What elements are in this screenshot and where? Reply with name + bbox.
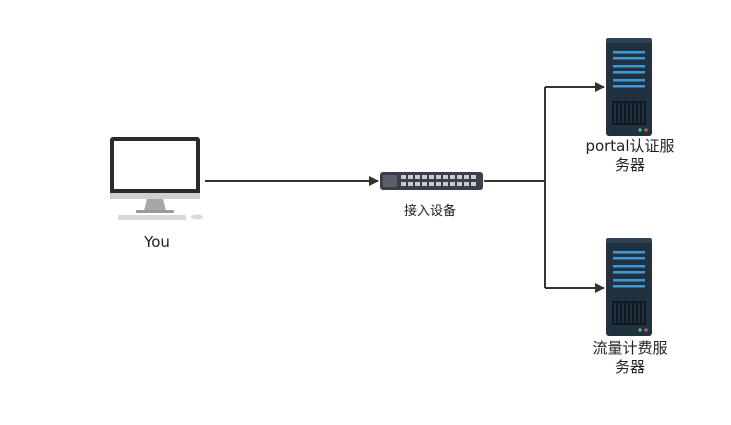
billing-server-label: 流量计费服 务器	[592, 339, 668, 376]
access-device-label: 接入设备	[403, 204, 456, 219]
connector-access-device-to-servers	[484, 82, 605, 293]
server-rack-icon	[606, 38, 652, 136]
server-rack-icon	[606, 238, 652, 336]
desktop-computer-icon	[110, 137, 203, 220]
network-switch-icon	[380, 172, 483, 190]
you-label: You	[144, 233, 170, 251]
portal-server-label: portal认证服 务器	[585, 137, 675, 174]
